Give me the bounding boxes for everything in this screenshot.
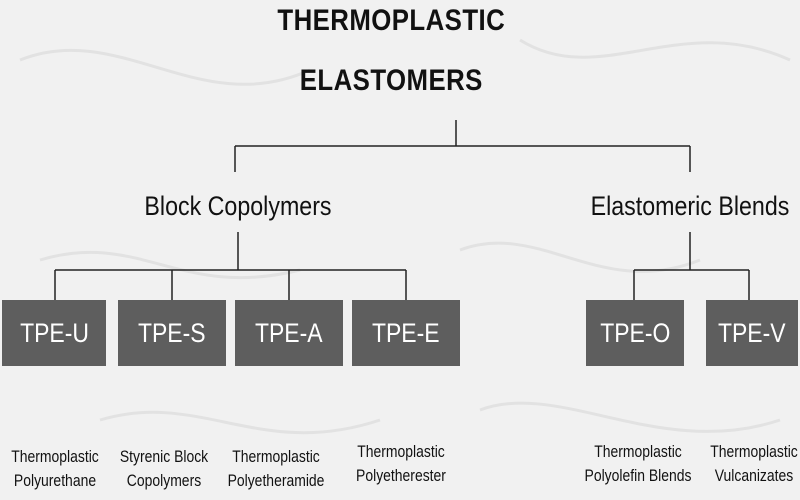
diagram-title-line-1: THERMOPLASTIC <box>277 4 506 37</box>
desc-tpe-s: Styrenic Block Copolymers <box>98 445 229 493</box>
desc-tpe-v-line-2: Vulcanizates <box>714 466 794 485</box>
type-box-tpe-s: TPE-S <box>118 300 226 366</box>
desc-tpe-a: Thermoplastic Polyetheramide <box>210 445 341 493</box>
desc-tpe-o: Thermoplastic Polyolefin Blends <box>572 440 703 488</box>
category-block-copolymers: Block Copolymers <box>144 191 332 221</box>
desc-tpe-o-line-1: Thermoplastic <box>594 442 682 461</box>
desc-tpe-s-line-2: Copolymers <box>126 471 202 490</box>
type-box-tpe-o: TPE-O <box>586 300 684 366</box>
type-code-tpe-a: TPE-A <box>255 317 323 348</box>
type-code-tpe-s: TPE-S <box>138 317 206 348</box>
desc-tpe-u-line-2: Polyurethane <box>13 471 97 490</box>
desc-tpe-a-line-1: Thermoplastic <box>232 447 320 466</box>
desc-tpe-o-line-2: Polyolefin Blends <box>584 466 692 485</box>
type-box-tpe-e: TPE-E <box>352 300 460 366</box>
desc-tpe-s-line-1: Styrenic Block <box>119 447 209 466</box>
type-code-tpe-u: TPE-U <box>19 317 89 348</box>
type-box-tpe-v: TPE-V <box>706 300 798 366</box>
type-code-tpe-v: TPE-V <box>718 317 786 348</box>
type-box-tpe-a: TPE-A <box>235 300 343 366</box>
desc-tpe-u: Thermoplastic Polyurethane <box>0 445 121 493</box>
type-code-tpe-o: TPE-O <box>599 317 671 348</box>
desc-tpe-a-line-2: Polyetheramide <box>227 471 325 490</box>
type-code-tpe-e: TPE-E <box>372 317 440 348</box>
desc-tpe-e-line-1: Thermoplastic <box>357 442 445 461</box>
desc-tpe-v: Thermoplastic Vulcanizates <box>688 440 800 488</box>
desc-tpe-v-line-1: Thermoplastic <box>710 442 798 461</box>
category-elastomeric-blends: Elastomeric Blends <box>590 191 790 221</box>
desc-tpe-e: Thermoplastic Polyetherester <box>335 440 466 488</box>
type-box-tpe-u: TPE-U <box>2 300 106 366</box>
diagram-title-line-2: ELASTOMERS <box>299 64 483 97</box>
desc-tpe-e-line-2: Polyetherester <box>356 466 446 485</box>
desc-tpe-u-line-1: Thermoplastic <box>11 447 99 466</box>
